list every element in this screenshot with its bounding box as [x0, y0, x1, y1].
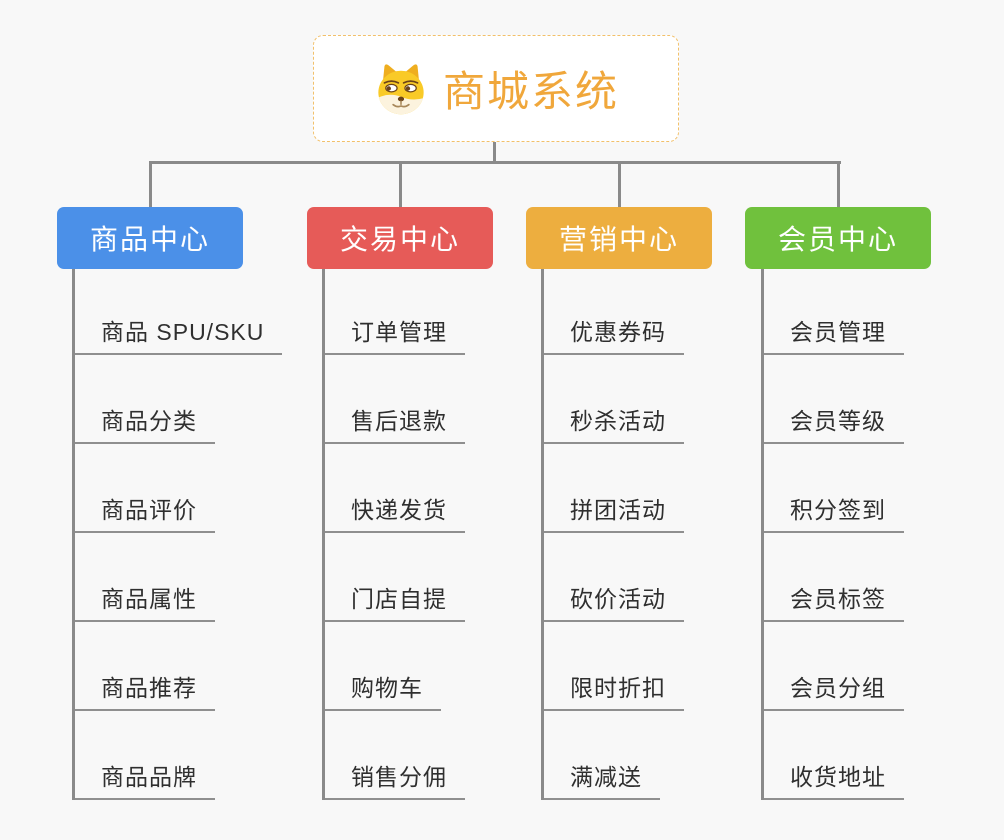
root-node[interactable]: 商城系统 — [313, 35, 679, 142]
leaf-label: 快递发货 — [351, 496, 447, 523]
connector-root-drop — [493, 139, 496, 163]
leaf-label: 满减送 — [570, 763, 642, 790]
leaf-node[interactable]: 拼团活动 — [544, 444, 684, 533]
leaf-node[interactable]: 商品评价 — [75, 444, 215, 533]
leaf-label: 售后退款 — [351, 407, 447, 434]
leaf-node[interactable]: 商品 SPU/SKU — [75, 269, 283, 355]
branch-children-marketing-center: 优惠券码 秒杀活动 拼团活动 砍价活动 限时折扣 满减送 — [541, 269, 684, 800]
leaf-label: 商品 SPU/SKU — [101, 318, 265, 345]
connector-drop-marketing — [618, 161, 621, 209]
leaf-label: 商品品牌 — [101, 763, 197, 790]
leaf-label: 收货地址 — [790, 763, 886, 790]
branch-label: 交易中心 — [339, 224, 460, 255]
branch-node-product-center[interactable]: 商品中心 — [57, 207, 243, 269]
branch-node-member-center[interactable]: 会员中心 — [745, 207, 931, 269]
branch-children-trade-center: 订单管理 售后退款 快递发货 门店自提 购物车 销售分佣 — [322, 269, 465, 800]
leaf-node[interactable]: 满减送 — [544, 711, 660, 800]
leaf-label: 购物车 — [351, 674, 423, 701]
leaf-label: 限时折扣 — [570, 674, 666, 701]
leaf-node[interactable]: 商品分类 — [75, 355, 215, 444]
branch-label: 商品中心 — [89, 224, 210, 255]
connector-drop-product — [149, 161, 152, 209]
leaf-label: 销售分佣 — [351, 763, 447, 790]
branch-children-member-center: 会员管理 会员等级 积分签到 会员标签 会员分组 收货地址 — [761, 269, 904, 800]
leaf-node[interactable]: 优惠券码 — [544, 269, 684, 355]
leaf-node[interactable]: 限时折扣 — [544, 622, 684, 711]
leaf-node[interactable]: 秒杀活动 — [544, 355, 684, 444]
leaf-node[interactable]: 购物车 — [325, 622, 441, 711]
branch-label: 营销中心 — [558, 224, 679, 255]
leaf-node[interactable]: 砍价活动 — [544, 533, 684, 622]
leaf-label: 会员等级 — [790, 407, 886, 434]
leaf-label: 秒杀活动 — [570, 407, 666, 434]
leaf-label: 砍价活动 — [570, 585, 666, 612]
leaf-label: 会员标签 — [790, 585, 886, 612]
branch-label: 会员中心 — [777, 224, 898, 255]
connector-drop-trade — [399, 161, 402, 209]
connector-drop-member — [837, 161, 840, 209]
leaf-node[interactable]: 商品推荐 — [75, 622, 215, 711]
leaf-label: 商品分类 — [101, 407, 197, 434]
branch-children-product-center: 商品 SPU/SKU 商品分类 商品评价 商品属性 商品推荐 商品品牌 — [72, 269, 283, 800]
leaf-node[interactable]: 会员等级 — [764, 355, 904, 444]
leaf-node[interactable]: 售后退款 — [325, 355, 465, 444]
leaf-label: 商品属性 — [101, 585, 197, 612]
leaf-node[interactable]: 会员管理 — [764, 269, 904, 355]
leaf-node[interactable]: 积分签到 — [764, 444, 904, 533]
leaf-node[interactable]: 门店自提 — [325, 533, 465, 622]
leaf-label: 积分签到 — [790, 496, 886, 523]
leaf-node[interactable]: 会员标签 — [764, 533, 904, 622]
leaf-node[interactable]: 商品品牌 — [75, 711, 215, 800]
leaf-label: 门店自提 — [351, 585, 447, 612]
branch-node-trade-center[interactable]: 交易中心 — [307, 207, 493, 269]
leaf-node[interactable]: 会员分组 — [764, 622, 904, 711]
leaf-node[interactable]: 收货地址 — [764, 711, 904, 800]
leaf-node[interactable]: 快递发货 — [325, 444, 465, 533]
leaf-node[interactable]: 商品属性 — [75, 533, 215, 622]
leaf-node[interactable]: 销售分佣 — [325, 711, 465, 800]
leaf-label: 会员分组 — [790, 674, 886, 701]
leaf-label: 会员管理 — [790, 318, 886, 345]
leaf-label: 拼团活动 — [570, 496, 666, 523]
leaf-label: 商品评价 — [101, 496, 197, 523]
leaf-label: 优惠券码 — [570, 318, 666, 345]
leaf-node[interactable]: 订单管理 — [325, 269, 465, 355]
connector-bus — [150, 161, 841, 164]
leaf-label: 订单管理 — [351, 318, 447, 345]
root-title: 商城系统 — [442, 68, 619, 115]
doge-icon — [373, 62, 429, 116]
branch-node-marketing-center[interactable]: 营销中心 — [526, 207, 712, 269]
leaf-label: 商品推荐 — [101, 674, 197, 701]
